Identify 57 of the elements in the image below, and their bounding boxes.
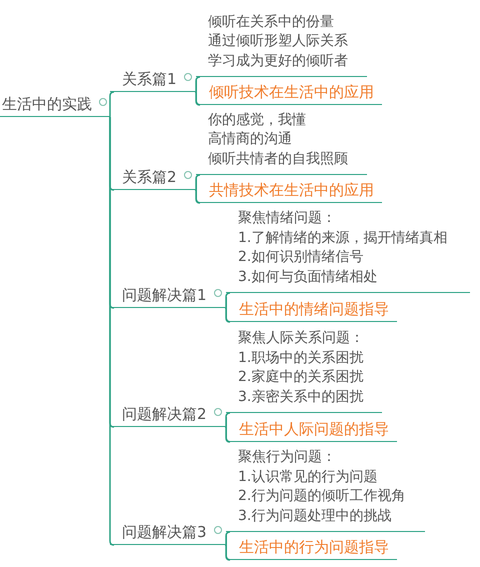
subtopic-list xyxy=(226,329,382,413)
topic-text: 生活中的实践 xyxy=(2,94,92,114)
subtopic-list xyxy=(196,12,367,77)
connector-line xyxy=(109,117,114,546)
connector-line xyxy=(109,91,114,117)
topic-text: 2.家庭中的关系困扰 xyxy=(238,368,364,387)
topic-text: 1.认识常见的行为问题 xyxy=(238,468,378,486)
topic-text: 关系篇1 xyxy=(122,69,177,89)
connector-line xyxy=(224,426,230,443)
topic-text: 2.行为问题的倾听工作视角 xyxy=(238,487,406,506)
connector-line xyxy=(224,531,230,546)
branch-topic xyxy=(110,404,225,427)
branch-topic xyxy=(110,167,195,190)
topic-text: 共情技术在生活中的应用 xyxy=(209,180,374,200)
topic-text: 关系篇2 xyxy=(122,167,177,187)
topic-text: 聚焦情绪问题： xyxy=(238,209,336,228)
connector-line xyxy=(194,174,200,191)
connector-line xyxy=(194,76,200,93)
connector-line xyxy=(224,544,230,561)
subtopic xyxy=(196,80,382,105)
connector-line xyxy=(194,91,200,106)
subtopic-list xyxy=(226,448,425,532)
connector-line xyxy=(224,412,230,428)
branch-topic xyxy=(110,285,225,308)
topic-text: 3.如何与负面情绪相处 xyxy=(238,268,378,286)
topic-text: 问题解决篇2 xyxy=(122,404,207,424)
topic-text: 你的感觉，我懂 xyxy=(208,110,306,130)
topic-text: 高情商的沟通 xyxy=(208,130,292,149)
root-topic xyxy=(0,94,110,117)
subtopic xyxy=(226,535,397,560)
topic-text: 3.行为问题处理中的挑战 xyxy=(238,506,392,526)
topic-text: 倾听共情者的自我照顾 xyxy=(208,150,348,168)
topic-text: 倾听技术在生活中的应用 xyxy=(209,82,374,102)
subtopic-list xyxy=(196,110,367,175)
topic-text: 聚焦行为问题： xyxy=(238,448,336,467)
topic-text: 生活中的行为问题指导 xyxy=(239,537,389,557)
subtopic xyxy=(226,417,397,442)
topic-text: 聚焦人际关系问题： xyxy=(238,329,364,348)
topic-text: 1.了解情绪的来源，揭开情绪真相 xyxy=(238,228,448,248)
topic-text: 3.亲密关系中的困扰 xyxy=(238,388,364,406)
connector-line xyxy=(224,292,230,309)
connector-line xyxy=(224,307,230,323)
topic-text: 2.如何识别情绪信号 xyxy=(238,248,364,267)
branch-topic xyxy=(110,69,195,92)
topic-text: 生活中人际问题的指导 xyxy=(239,419,389,439)
topic-text: 1.职场中的关系困扰 xyxy=(238,348,364,368)
topic-text: 问题解决篇1 xyxy=(122,285,207,305)
subtopic xyxy=(226,297,397,322)
connector-line xyxy=(194,189,200,204)
topic-text: 学习成为更好的倾听者 xyxy=(208,52,348,70)
topic-text: 通过倾听形塑人际关系 xyxy=(208,32,348,51)
subtopic-list xyxy=(226,209,470,293)
topic-text: 问题解决篇3 xyxy=(122,522,207,542)
branch-topic xyxy=(110,522,225,545)
topic-text: 倾听在关系中的份量 xyxy=(208,12,334,32)
topic-text: 生活中的情绪问题指导 xyxy=(239,299,389,319)
subtopic xyxy=(196,178,382,203)
